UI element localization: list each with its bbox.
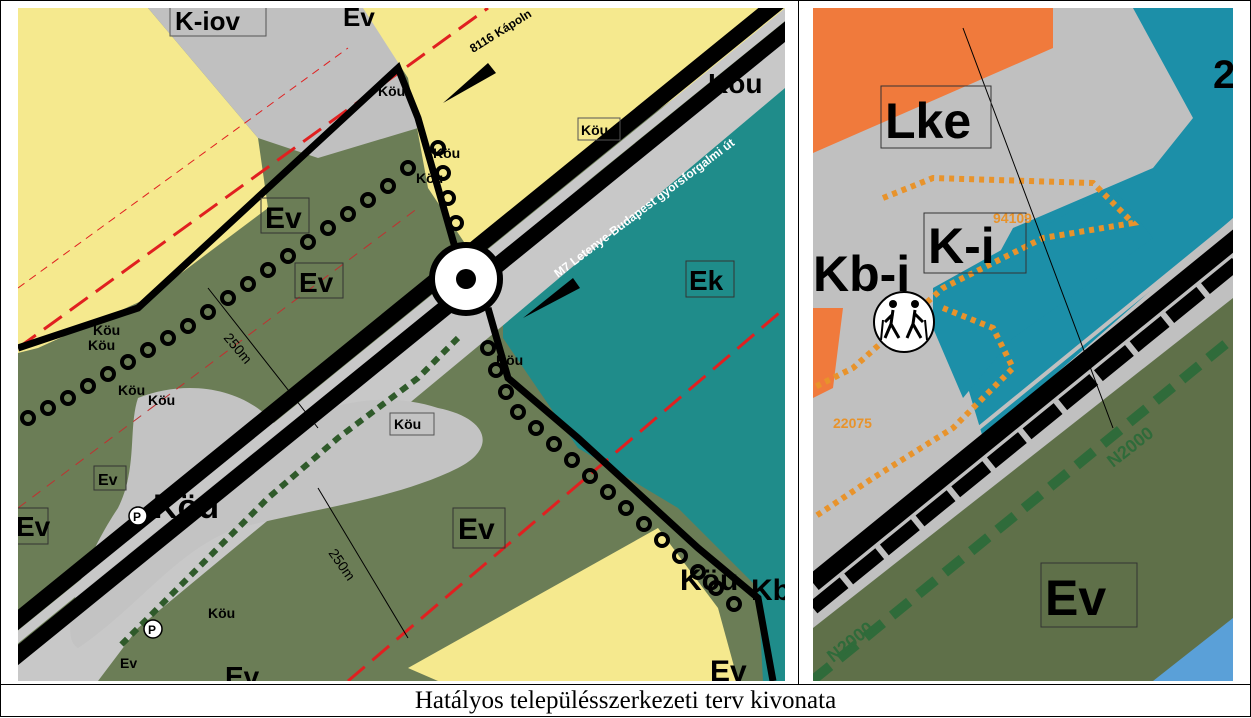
agricultural-area-bottom xyxy=(408,528,738,681)
boundary-line-red-2 xyxy=(18,47,349,289)
zone-label-ev-left-big: Ev xyxy=(265,202,302,235)
tree-row-east xyxy=(430,140,742,612)
zone-label-ek: Ek xyxy=(689,265,724,296)
motorway-median xyxy=(18,8,785,644)
zone-label-kou-mid2: Köu xyxy=(416,170,443,186)
parking-symbol-1: P xyxy=(128,506,148,526)
agricultural-area-top-left xyxy=(18,8,268,353)
industrial-area-ek xyxy=(503,48,785,681)
roundabout-center xyxy=(456,269,476,289)
caption-divider xyxy=(0,684,1251,685)
water-area xyxy=(1153,618,1233,681)
zone-label-partial: 2 xyxy=(1213,53,1233,97)
zone-label-kb-bottom-right: Kb xyxy=(751,574,785,607)
hiking-route-orange-2 xyxy=(813,305,1017,521)
zone-label-kou-top: Köu xyxy=(378,83,405,99)
zone-label-ev-bottom-right: Ev xyxy=(710,655,747,681)
svg-text:P: P xyxy=(148,623,156,637)
residential-fringe xyxy=(813,308,843,398)
zone-label-ev-bottom-center: Ev xyxy=(225,661,260,681)
right-map-panel: Lke K-i Kb-i Ev 2 94109 22075 N2000 N200… xyxy=(813,8,1233,681)
route-number-1: 94109 xyxy=(993,210,1032,226)
zone-label-kou-right: Köu xyxy=(708,68,762,99)
zone-label-ev-top: Ev xyxy=(343,8,375,32)
hiking-path-green xyxy=(115,335,461,651)
zone-label-kou-center: Köu xyxy=(394,416,421,432)
left-map-svg: 8116 Kápoln M7 Letenye-Budapest gyorsfor… xyxy=(18,8,785,681)
zone-label-k-iov: K-iov xyxy=(175,8,241,36)
natura-line xyxy=(813,334,1233,681)
railway-band-1 xyxy=(813,229,1233,590)
panel-divider xyxy=(798,0,799,684)
left-map-panel: 8116 Kápoln M7 Letenye-Budapest gyorsfor… xyxy=(18,8,785,681)
tree-row-north xyxy=(20,160,416,426)
motorway-lane-1 xyxy=(18,21,785,666)
distance-line-bottom xyxy=(317,487,409,639)
hiking-symbol-icon xyxy=(873,291,935,353)
residential-plot-top xyxy=(843,8,933,78)
svg-text:P: P xyxy=(133,510,141,524)
measure-line xyxy=(962,27,1114,429)
zone-label-kou-left1: Köu xyxy=(93,322,120,338)
zone-label-ev-mid: Ev xyxy=(299,267,334,298)
agricultural-area-top-right xyxy=(363,8,785,248)
route-number-2: 22075 xyxy=(833,415,872,431)
zone-label-ev-bottom-mid: Ev xyxy=(458,513,495,546)
zone-label-kou-near-path: Köu xyxy=(581,122,608,138)
distance-line-top xyxy=(207,287,319,429)
zone-label-kou-junction: Köu xyxy=(496,352,523,368)
industrial-area-k-i-south xyxy=(933,188,1153,398)
boundary-line-red-3 xyxy=(18,207,419,509)
zone-label-kou-big: Köu xyxy=(153,488,219,526)
zone-label-kou-bottom-right: Köu xyxy=(680,564,738,597)
railway-band-2 xyxy=(813,257,1233,614)
figure-caption: Hatályos településszerkezeti terv kivona… xyxy=(414,687,837,714)
direction-arrow-8116 xyxy=(443,63,496,103)
boundary-line-red-1 xyxy=(18,8,489,350)
zone-label-kou-bottom: Köu xyxy=(208,605,235,621)
zone-label-ev: Ev xyxy=(1045,570,1106,626)
forest-area-ev xyxy=(813,298,1233,681)
right-map-svg: Lke K-i Kb-i Ev 2 94109 22075 N2000 N200… xyxy=(813,8,1233,681)
zone-label-kou-mid1: Köu xyxy=(433,145,460,161)
zone-label-kou-left4: Köu xyxy=(148,392,175,408)
hiking-route-orange-1 xyxy=(813,174,1140,391)
zone-label-lke: Lke xyxy=(885,93,971,149)
parking-symbol-2: P xyxy=(143,619,163,639)
zone-label-ev-left-small: Ev xyxy=(98,472,118,489)
zone-label-ev-left-edge: Ev xyxy=(18,511,51,542)
settlement-area xyxy=(70,388,483,648)
zone-label-k-i: K-i xyxy=(928,218,995,274)
zone-label-kou-left2: Köu xyxy=(88,337,115,353)
zone-label-ev-bottom-left: Ev xyxy=(120,655,137,671)
direction-arrow-m7 xyxy=(523,278,580,318)
grey-area-top xyxy=(148,8,418,158)
zone-label-kou-left3: Köu xyxy=(118,382,145,398)
railway-separator xyxy=(813,218,1233,565)
main-road-south xyxy=(484,307,777,681)
